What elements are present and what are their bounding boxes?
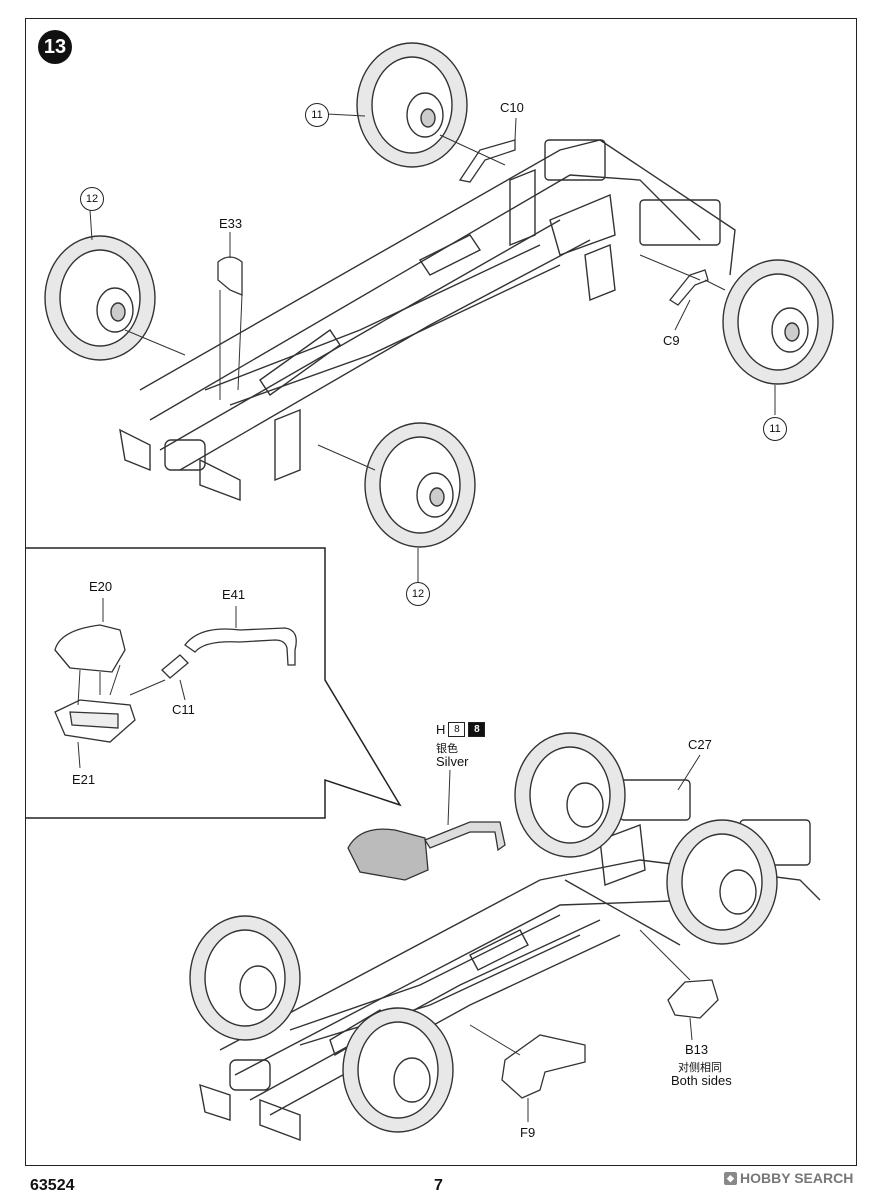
bottom-wheel-rear-right	[666, 819, 778, 945]
label-e21: E21	[72, 772, 96, 787]
part-f9	[501, 1034, 586, 1099]
watermark: ◆ HOBBY SEARCH	[724, 1170, 853, 1186]
top-chassis-frame	[119, 139, 736, 502]
page-number: 7	[434, 1177, 443, 1194]
label-e20: E20	[89, 579, 113, 594]
part-e20	[54, 624, 126, 673]
wheel-callout-11-right: 11	[763, 417, 787, 441]
label-c27: C27	[688, 737, 712, 752]
wheel-callout-12-left: 12	[80, 187, 104, 211]
inset-parts	[54, 624, 297, 743]
part-c11	[161, 654, 189, 679]
wheel-callout-12-bottom: 12	[406, 582, 430, 606]
watermark-text: HOBBY SEARCH	[740, 1170, 854, 1186]
label-b13-cn: 对侧相同	[678, 1062, 722, 1074]
paint-box-dark: 8	[468, 722, 486, 737]
label-c9: C9	[663, 333, 680, 348]
part-c9	[669, 269, 709, 306]
bottom-wheel-rear-left	[514, 732, 626, 858]
part-c10	[458, 139, 516, 183]
part-b13	[667, 979, 719, 1019]
label-f9: F9	[520, 1125, 536, 1140]
watermark-logo-icon: ◆	[724, 1171, 737, 1185]
step-number-badge: 13	[38, 30, 72, 64]
part-e33	[217, 256, 243, 296]
paint-name-en: Silver	[436, 754, 469, 769]
rod-c27	[564, 879, 681, 946]
paint-box-light: 8	[448, 722, 466, 737]
label-e41: E41	[222, 587, 246, 602]
bottom-wheel-front-left	[189, 915, 301, 1041]
label-c11: C11	[172, 702, 195, 717]
inset-box	[25, 547, 402, 819]
bottom-chassis-frame	[199, 779, 821, 1142]
page-frame	[25, 18, 857, 1166]
top-wheel-12-bottom	[364, 422, 476, 548]
label-b13: B13	[685, 1042, 709, 1057]
top-wheel-11-upper	[356, 42, 468, 168]
muffler-assembly	[347, 821, 506, 881]
paint-code: H	[436, 722, 446, 737]
wheel-callout-11-top: 11	[305, 103, 329, 127]
label-e33: E33	[219, 216, 243, 231]
paint-name-cn: 银色	[436, 743, 458, 755]
product-code: 63524	[30, 1177, 75, 1194]
paint-callout: H 8 8	[436, 722, 486, 737]
label-c10: C10	[500, 100, 524, 115]
top-wheel-11-right	[722, 259, 834, 385]
label-b13-en: Both sides	[671, 1073, 732, 1088]
top-wheel-12-left	[44, 235, 156, 361]
part-e41	[184, 627, 297, 666]
bottom-wheel-front-right	[342, 1007, 454, 1133]
